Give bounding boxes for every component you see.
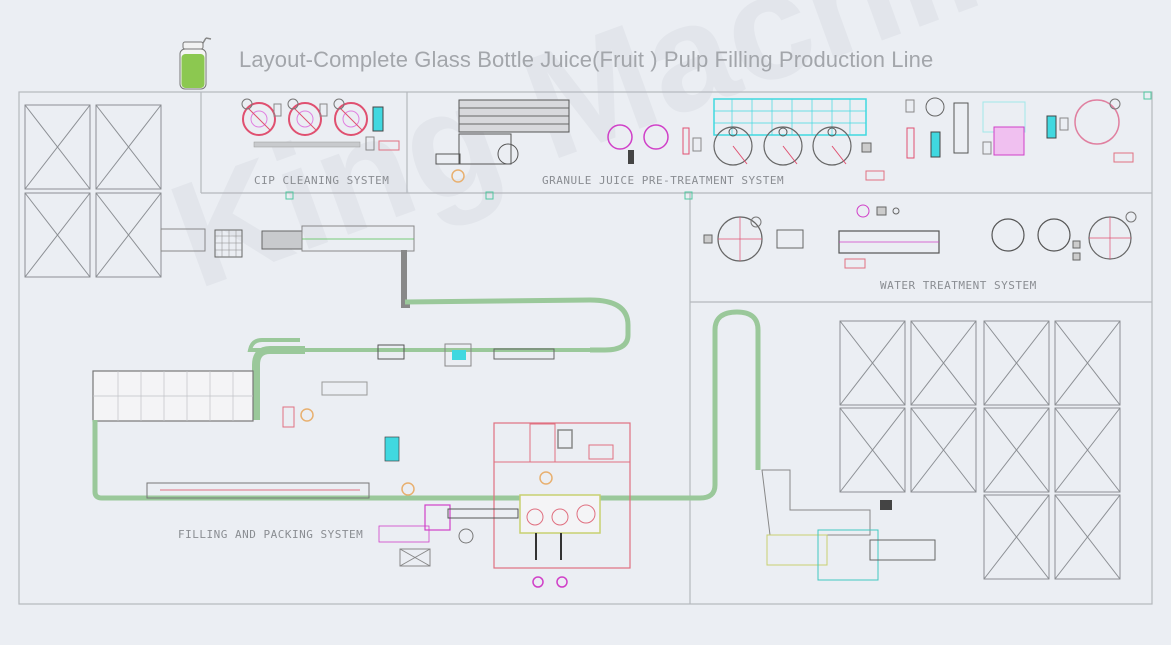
storage-pallets-right [839,320,1121,580]
control-panel-icon [844,258,866,269]
sink-icon [539,471,553,485]
granule-section-label: GRANULE JUICE PRE-TREATMENT SYSTEM [542,174,784,187]
pallet [1054,407,1121,493]
pallet [1054,494,1121,580]
sink-icon [451,169,465,183]
cip-pump [372,106,384,132]
sink-icon [300,408,314,422]
pallet [983,494,1050,580]
storage-pallets-left [24,104,162,278]
conveyor-line [92,225,936,588]
sink-icon [401,482,415,496]
pallet [839,407,906,493]
water-treatment-equipment [703,204,1137,269]
bottle-washer [301,225,415,252]
pallet [983,320,1050,406]
granule-pretreatment-equipment [435,97,1134,183]
control-panel-icon [1113,152,1134,163]
control-panel-icon [378,140,400,151]
storage-tank [763,126,803,166]
cip-section-label: CIP CLEANING SYSTEM [254,174,389,187]
storage-tank [713,126,753,166]
page-title: Layout-Complete Glass Bottle Juice(Fruit… [239,47,934,72]
cip-tank [287,98,328,136]
platform-grid [713,98,867,136]
pallet [910,320,977,406]
cip-pipe-rail [253,141,361,148]
juice-jar-icon [179,37,212,90]
pallet [24,192,91,278]
filling-room [493,422,631,569]
pallet [983,407,1050,493]
pallet [95,104,162,190]
reference-markers [285,91,1152,200]
cip-tank [241,98,282,136]
storage-tank [812,126,852,166]
pallet [910,407,977,493]
filler-monoblock [519,494,601,534]
cip-tanks [241,98,400,151]
filling-valve [444,343,472,367]
cip-tank [333,98,368,136]
large-tank [1074,99,1120,145]
control-panel-icon [282,406,295,428]
pallet [24,104,91,190]
pallet [839,320,906,406]
plan-boundary [18,91,1153,605]
filling-section-label: FILLING AND PACKING SYSTEM [178,528,363,541]
water-section-label: WATER TREATMENT SYSTEM [880,279,1037,292]
pallet [95,192,162,278]
depalletizer [160,228,206,252]
pallet [1054,320,1121,406]
control-panel-icon [865,170,885,181]
